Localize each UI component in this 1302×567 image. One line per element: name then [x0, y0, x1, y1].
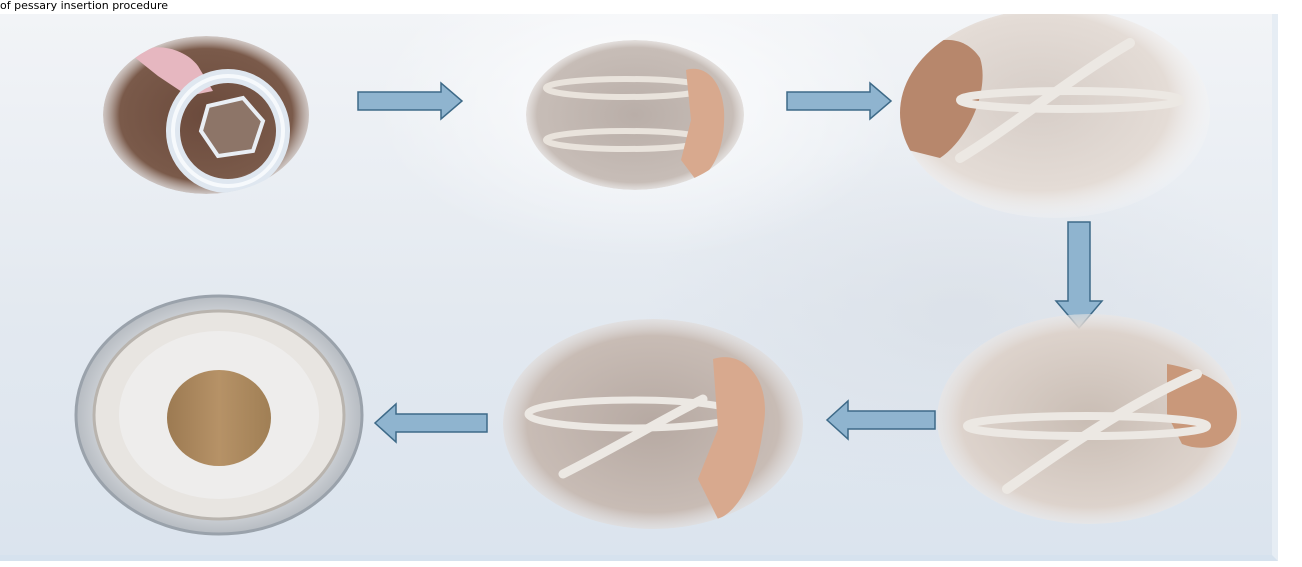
arrow-left-2-icon: [374, 403, 488, 443]
pessary-ring-in-hand-icon: [103, 36, 310, 194]
pessary-folded-angled-icon: [937, 314, 1242, 524]
step-2-photo: [526, 40, 744, 190]
step-4-photo: [937, 314, 1242, 524]
pessary-folded-icon: [900, 14, 1210, 218]
pessary-procedure-diagram: [0, 14, 1278, 561]
pessary-inserted-ring-icon: [74, 294, 364, 536]
step-5-photo: [503, 319, 803, 529]
arrow-right-1-icon: [357, 82, 463, 120]
step-6-photo: [74, 294, 364, 536]
step-1-photo: [103, 36, 310, 194]
pessary-folding-side-view-icon: [526, 40, 744, 190]
arrow-left-1-icon: [826, 400, 936, 440]
arrow-down-icon: [1055, 221, 1103, 329]
pessary-folded-insertion-icon: [503, 319, 803, 529]
step-3-photo: [900, 14, 1210, 218]
arrow-right-2-icon: [786, 82, 892, 120]
figure-caption: of pessary insertion procedure: [0, 0, 1302, 14]
